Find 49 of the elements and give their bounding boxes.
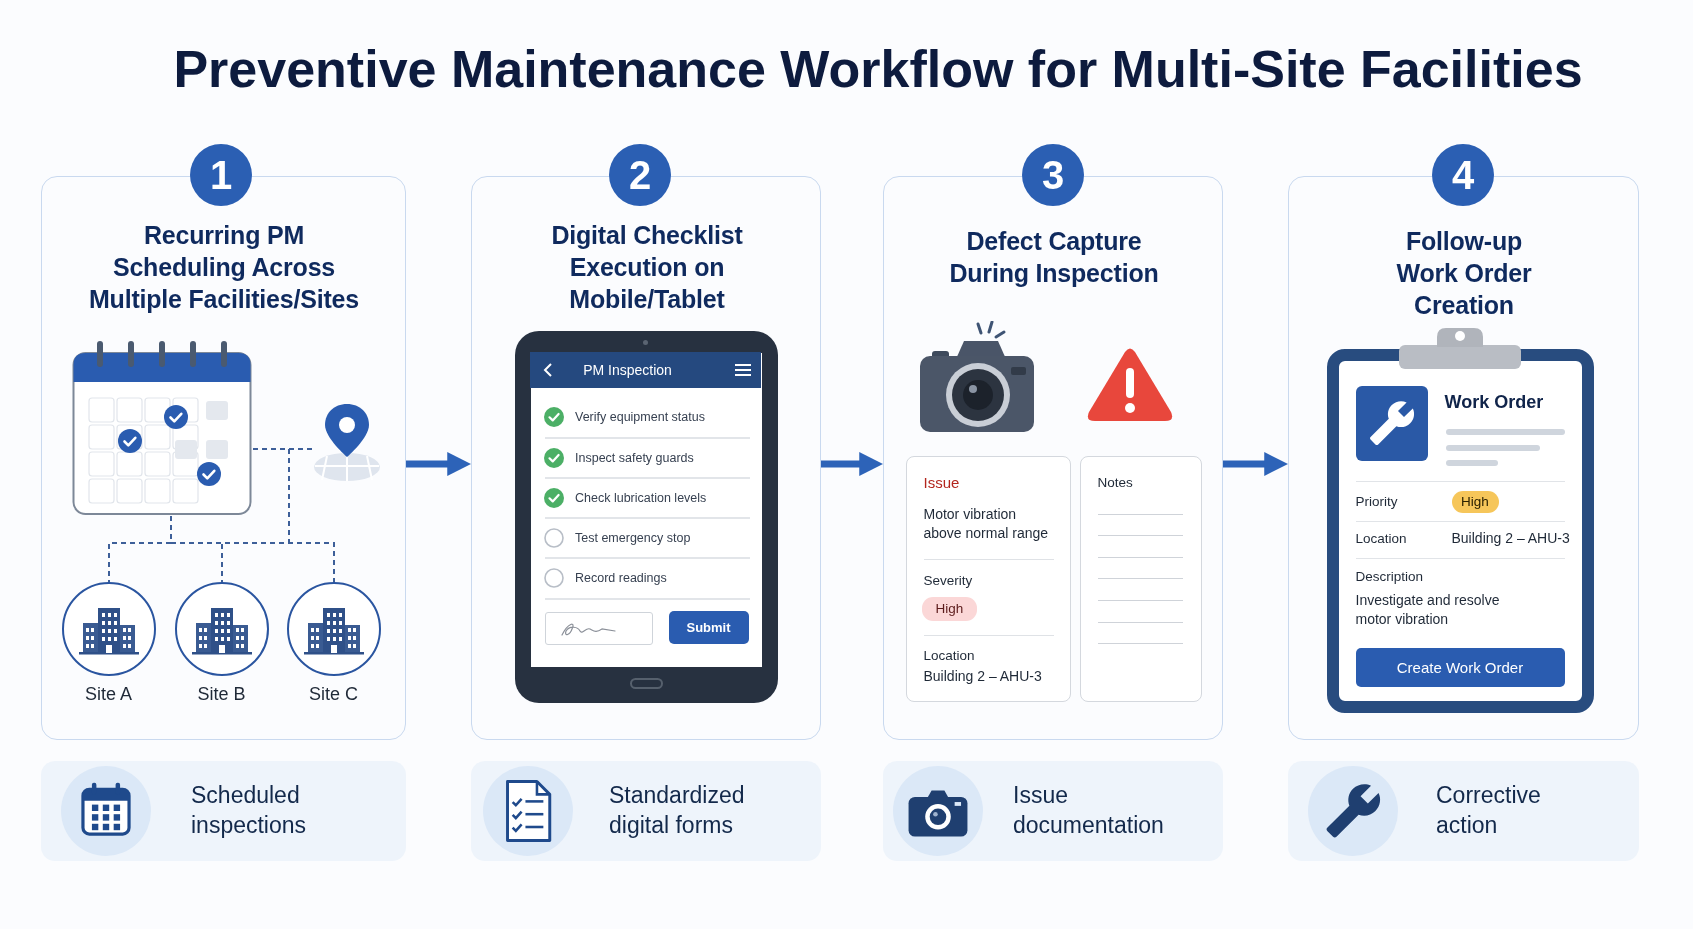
page-title: Preventive Maintenance Workflow for Multi-Site Facilities [173,40,1583,98]
feature-card [1288,761,1639,861]
field-value: Building 2 – AHU-3 [1451,528,1570,548]
dashed-connector [221,448,290,583]
feature-card [883,761,1223,861]
step-number: 4 [1432,144,1494,206]
field-label: Description [1355,567,1424,586]
feature-text: Scheduled inspections [191,781,308,840]
step-title: Defect Capture During Inspection [948,226,1160,289]
feature-text: Standardized digital forms [609,781,746,840]
site-label: Site B [197,682,246,706]
severity-tag: High [922,597,977,621]
site-label: Site A [85,682,132,706]
checklist-item: Inspect safety guards [575,450,694,467]
calendar-illustration [71,340,252,516]
step-number: 3 [1022,144,1084,206]
dashed-connector [170,515,335,583]
site-label: Site C [309,682,358,706]
field-value: Investigate and resolve motor vibration [1355,590,1501,629]
checklist-item: Test emergency stop [575,530,691,547]
field-label: Priority [1355,492,1398,511]
priority-tag: High [1451,490,1499,513]
field-label: Location [1355,529,1407,548]
checklist-item: Record readings [575,570,667,587]
feature-text: Corrective action [1436,781,1542,840]
field-label: Severity [923,571,973,590]
notes-card [1079,455,1202,702]
step-title: Digital Checklist Execution on Mobile/Tablet [550,220,744,315]
step-number: 2 [609,144,671,206]
issue-card [905,455,1071,702]
create-work-order-button: Create Work Order [1355,647,1565,687]
feature-card [41,761,406,861]
submit-button: Submit [668,610,749,644]
issue-heading: Issue [923,472,960,493]
field-label: Location [923,646,975,665]
step-title: Recurring PM Scheduling Across Multiple Facilities/Sites [87,220,361,315]
map-pin-illustration [312,402,381,482]
form-heading: Work Order [1444,390,1544,414]
step-number: 1 [190,144,252,206]
field-value: Building 2 – AHU-3 [923,666,1042,686]
notes-heading: Notes [1097,473,1133,492]
app-header [529,351,761,388]
feature-card [471,761,821,861]
feature-text: Issue documentation [1013,781,1165,840]
field-value: Motor vibration above normal range [923,504,1050,543]
step-title: Follow-up Work Order Creation [1395,226,1533,321]
screen-title: PM Inspection [583,360,672,379]
checklist-item: Check lubrication levels [575,490,707,507]
checklist-item: Verify equipment status [575,409,705,426]
